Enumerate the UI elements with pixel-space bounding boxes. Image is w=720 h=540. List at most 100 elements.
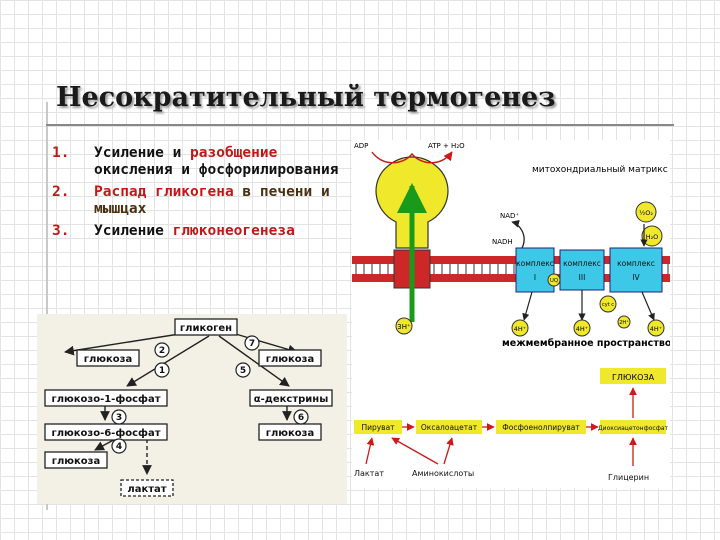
complex-i	[515, 247, 555, 293]
list-text: окисления и фосфорилирования	[94, 162, 339, 178]
step-number: 5	[240, 366, 246, 376]
proton-circle	[573, 319, 591, 337]
list-text-highlight: Распад гликогена	[94, 184, 234, 200]
label-glycogen: гликоген	[180, 323, 232, 334]
slide-title: Несократительный термогенез	[56, 82, 556, 113]
arrow-glycogen-g1p	[126, 335, 210, 387]
proton-circle	[647, 319, 665, 337]
list-text-highlight: глюконеогенеза	[172, 223, 295, 239]
label-2h: 2H⁺	[619, 320, 629, 326]
arrow-glycogen-dextrins	[218, 335, 290, 387]
step-number: 7	[249, 339, 255, 349]
label-4h: 4H⁺	[576, 325, 588, 333]
label-glucose-1: глюкоза	[84, 354, 133, 365]
label-cytc: cyt c	[602, 302, 614, 308]
label-h2o: H₂O	[646, 233, 659, 241]
title-underline	[46, 124, 674, 126]
label-o2: ½O₂	[639, 209, 653, 217]
label-lactate: лактат	[127, 484, 166, 495]
label-complex-word: комплекс	[516, 259, 554, 268]
box-glucose-2	[258, 349, 322, 367]
proton-circle-3h	[395, 317, 413, 335]
gng-label-glycerol: Глицерин	[608, 473, 649, 482]
complex-iii	[559, 249, 605, 291]
label-dextrins: α-декстрины	[254, 394, 329, 405]
step-circle	[235, 362, 251, 378]
gng-label-pep: Фосфоенолпируват	[502, 423, 580, 432]
nadh-arrow	[511, 219, 525, 249]
step-number: 1	[159, 366, 165, 376]
label-glucose-4: глюкоза	[52, 456, 101, 467]
label-glucose-3: глюкоза	[266, 428, 315, 439]
list-text-highlight: разобщение	[190, 145, 278, 161]
label-g6p: глюкозо-6-фосфат	[51, 427, 160, 439]
gng-box-glucose	[600, 368, 666, 384]
box-glucose-4	[44, 451, 108, 469]
label-intermembrane: межмембранное пространство	[502, 338, 670, 349]
label-atp: ATP + H₂O	[428, 142, 465, 150]
label-4h: 4H⁺	[514, 325, 526, 333]
label-complex-word: комплекс	[563, 259, 601, 268]
gng-label-lactate: Лактат	[354, 469, 384, 478]
frame-line-vertical	[46, 102, 48, 510]
gng-label-oxaloacetate: Оксалоацетат	[421, 423, 478, 432]
box-g6p	[44, 423, 168, 441]
label-complex-i: I	[534, 273, 536, 282]
step-number: 2	[159, 346, 165, 356]
bullet-list: 1. Усиление и разобщение окисления и фос…	[52, 145, 352, 245]
list-number: 1.	[52, 145, 70, 161]
label-complex-iv: IV	[632, 273, 640, 282]
step-circle	[111, 409, 127, 425]
list-text: в печени и мышцах	[94, 184, 330, 217]
ubiquinone	[547, 273, 561, 287]
cytochrome-c	[599, 295, 617, 313]
gng-label-glucose: ГЛЮКОЗА	[612, 373, 655, 382]
step-number: 3	[116, 413, 122, 423]
label-nad: NAD⁺	[500, 212, 519, 220]
oxygen-circle	[635, 201, 657, 223]
gng-label-amino-acids: Аминокислоты	[412, 469, 474, 478]
box-g1p	[44, 389, 168, 407]
list-number: 3.	[52, 223, 70, 239]
box-glucose-3	[258, 423, 322, 441]
step-circle	[244, 335, 260, 351]
gng-box-pep	[496, 420, 586, 434]
box-glycogen	[174, 318, 238, 336]
gng-box-pyruvate	[354, 420, 402, 434]
glycogen-scheme-panel: гликоген глюкоза глюкоза глюкозо-1-фосфа…	[37, 314, 347, 504]
adp-atp-arrow	[371, 151, 453, 164]
label-3h: 3H⁺	[397, 323, 411, 331]
step-circle	[154, 342, 170, 358]
list-item-2: 2. Распад гликогена в печени и мышцах	[52, 184, 352, 218]
label-nadh: NADH	[492, 238, 513, 246]
list-item-1: 1. Усиление и разобщение окисления и фос…	[52, 145, 352, 179]
step-circle	[293, 409, 309, 425]
gng-box-oxaloacetate	[416, 420, 482, 434]
label-complex-word: комплекс	[617, 259, 655, 268]
list-number: 2.	[52, 184, 70, 200]
mito-scheme-panel: 3H⁺ ADP ATP + H₂O митохондриальный матри…	[352, 140, 672, 488]
list-text: Усиление	[94, 223, 173, 239]
label-matrix: митохондриальный матрикс	[532, 165, 668, 175]
list-text: Усиление и	[94, 145, 191, 161]
gng-box-dhap	[600, 420, 666, 434]
glycogen-scheme: гликоген глюкоза глюкоза глюкозо-1-фосфа…	[44, 318, 333, 497]
label-g1p: глюкозо-1-фосфат	[51, 393, 160, 405]
step-number: 4	[116, 442, 122, 452]
gng-label-dhap: Диоксиацетонфосфат	[598, 425, 669, 432]
box-glucose-1	[76, 349, 140, 367]
proton-circle	[511, 319, 529, 337]
list-item-3: 3. Усиление глюконеогенеза	[52, 223, 352, 240]
label-4h: 4H⁺	[650, 325, 662, 333]
label-adp: ADP	[354, 142, 368, 150]
box-dextrins	[249, 389, 333, 407]
step-circle	[154, 362, 170, 378]
step-circle	[111, 438, 127, 454]
box-lactate	[120, 479, 174, 497]
complex-iv	[609, 247, 663, 293]
mito-gng-scheme: 3H⁺ ADP ATP + H₂O митохондриальный матри…	[352, 142, 672, 482]
gng-label-pyruvate: Пируват	[361, 423, 395, 432]
label-glucose-2: глюкоза	[266, 354, 315, 365]
proton-circle-2h	[617, 315, 631, 329]
label-complex-iii: III	[579, 273, 586, 282]
